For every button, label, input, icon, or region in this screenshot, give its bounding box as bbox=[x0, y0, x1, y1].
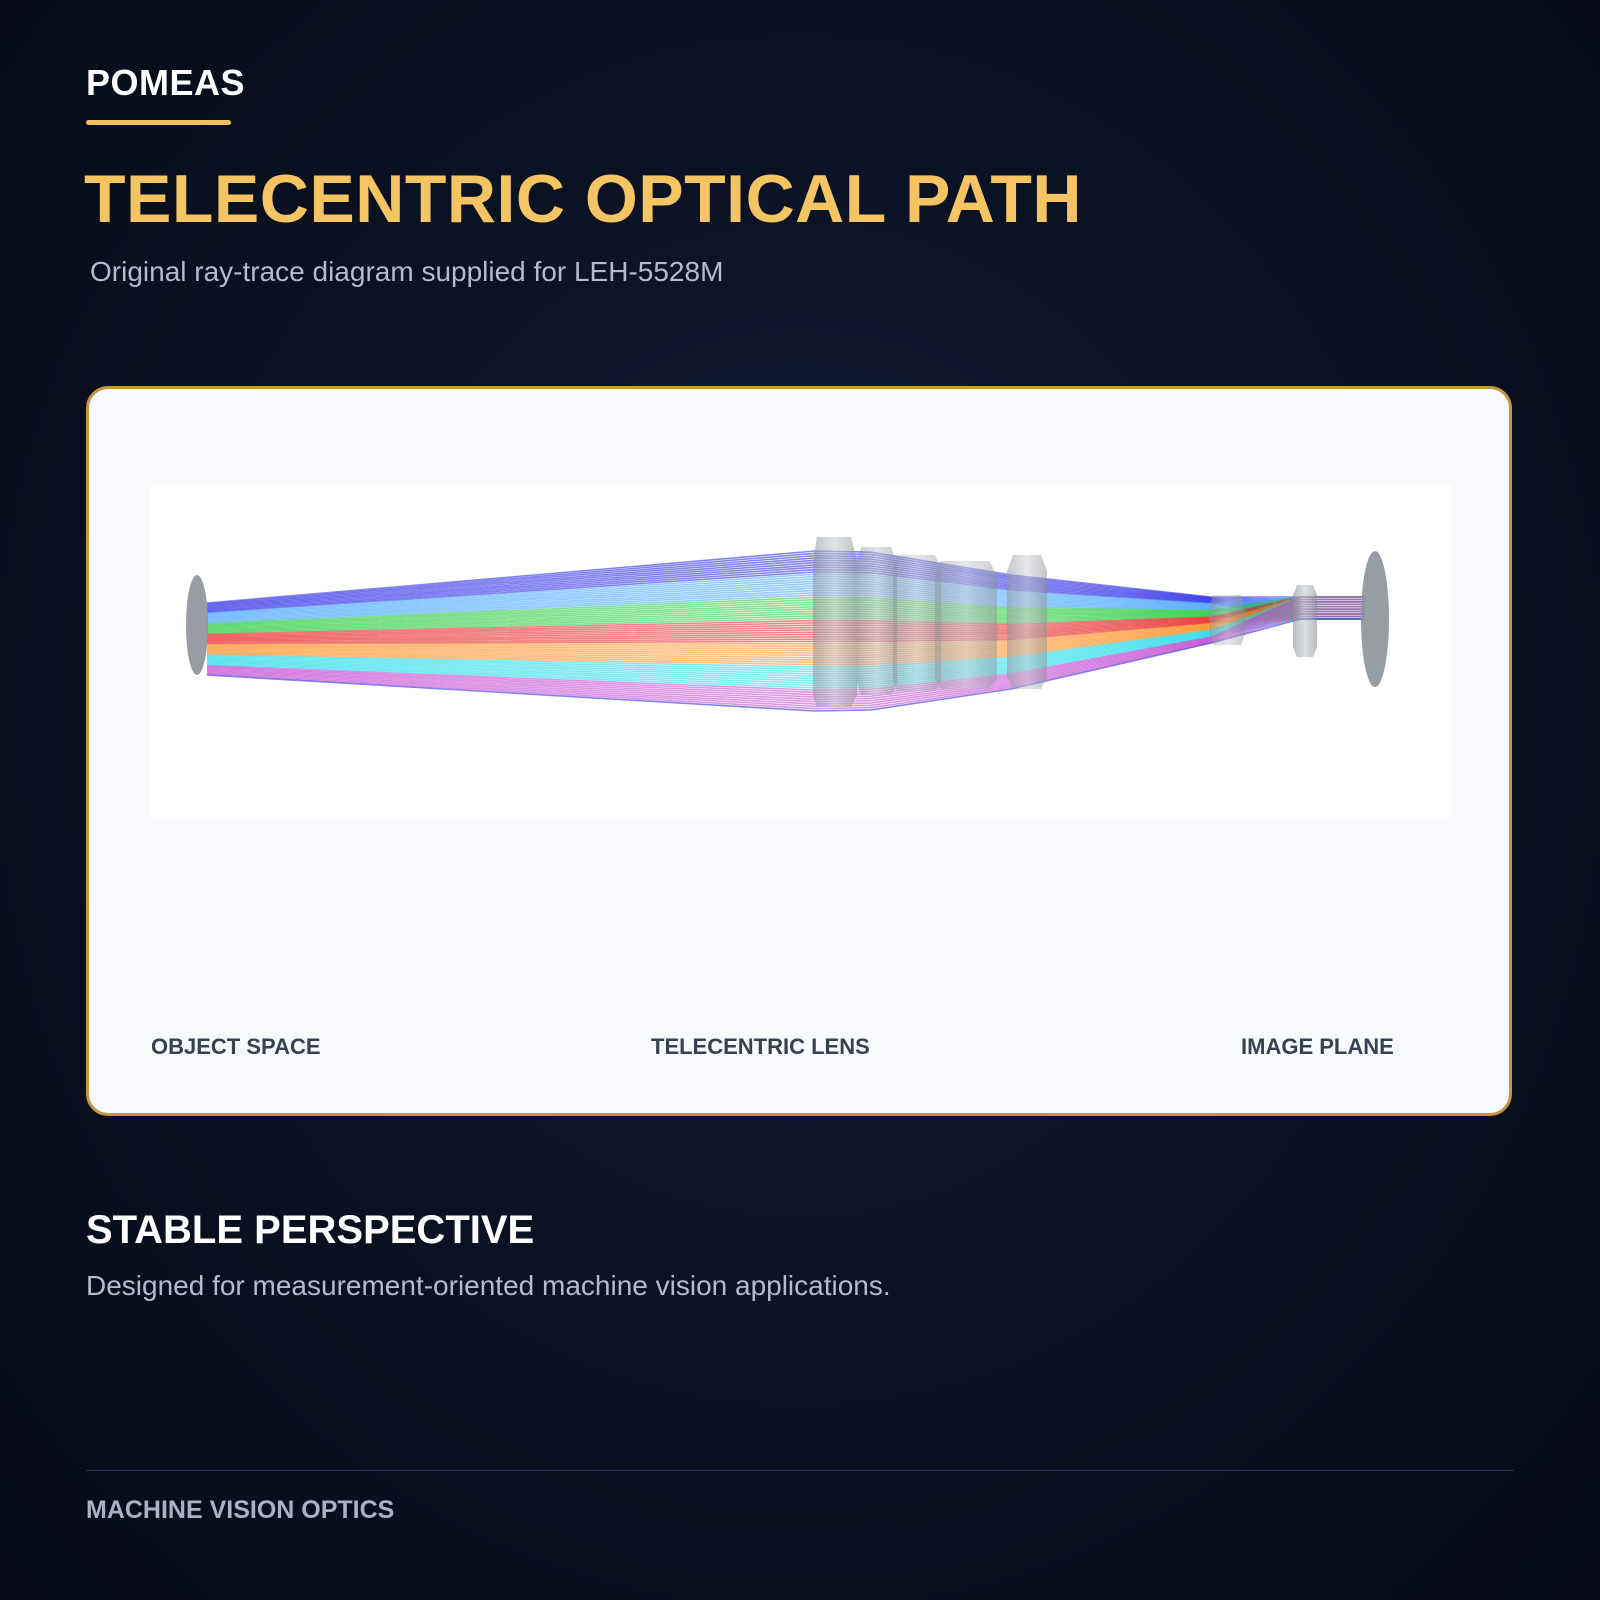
diagram-card: OBJECT SPACE TELECENTRIC LENS IMAGE PLAN… bbox=[86, 386, 1512, 1116]
object-space-label: OBJECT SPACE bbox=[151, 1034, 321, 1059]
footer-divider bbox=[86, 1470, 1514, 1471]
lens-element-3 bbox=[893, 555, 941, 691]
page-title: TELECENTRIC OPTICAL PATH bbox=[84, 161, 1082, 237]
footer-label: MACHINE VISION OPTICS bbox=[86, 1496, 395, 1524]
lens-group bbox=[186, 537, 1389, 707]
lens-element-5 bbox=[1007, 555, 1047, 689]
page-subtitle: Original ray-trace diagram supplied for … bbox=[90, 256, 724, 287]
brand-logo: POMEAS bbox=[86, 62, 246, 103]
brand-underline bbox=[86, 120, 231, 125]
telecentric-lens-label: TELECENTRIC LENS bbox=[651, 1034, 870, 1059]
lens-element-2 bbox=[857, 547, 897, 695]
lens-element-4 bbox=[935, 561, 997, 689]
ray-trace-diagram bbox=[151, 485, 1451, 817]
image-plane-label: IMAGE PLANE bbox=[1241, 1034, 1394, 1059]
rear-lens-element bbox=[1209, 595, 1245, 645]
image-plane-element bbox=[1361, 551, 1389, 687]
ray-trace-svg bbox=[186, 537, 1389, 712]
ray-bundle bbox=[206, 550, 1365, 712]
section-description: Designed for measurement-oriented machin… bbox=[86, 1270, 891, 1301]
object-plane-element bbox=[186, 575, 208, 675]
rear-lens-element-2 bbox=[1293, 585, 1317, 657]
section-title: STABLE PERSPECTIVE bbox=[86, 1208, 535, 1252]
front-lens-element bbox=[813, 537, 857, 707]
